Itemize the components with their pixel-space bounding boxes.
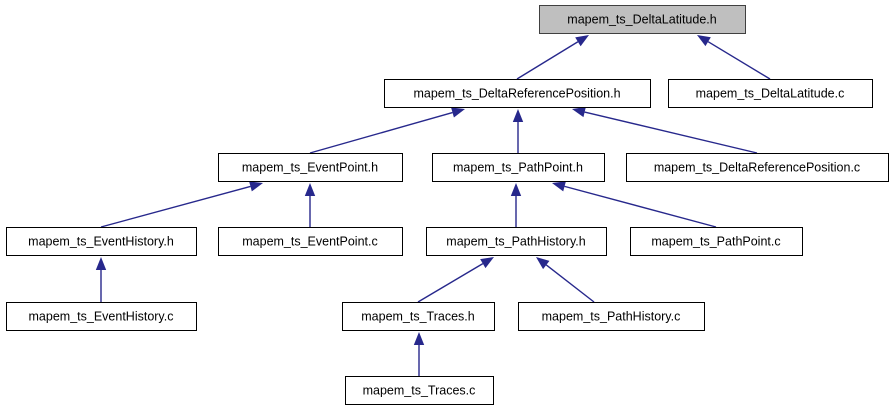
graph-edge bbox=[95, 257, 107, 302]
graph-node[interactable]: mapem_ts_EventHistory.c bbox=[6, 302, 197, 331]
graph-edge bbox=[572, 106, 758, 154]
node-box[interactable] bbox=[6, 227, 197, 256]
graph-node[interactable]: mapem_ts_PathPoint.c bbox=[630, 227, 803, 256]
graph-edge bbox=[304, 183, 316, 227]
node-box[interactable] bbox=[384, 79, 651, 108]
node-box[interactable] bbox=[432, 153, 605, 182]
graph-edge bbox=[536, 257, 595, 303]
node-box[interactable] bbox=[342, 302, 495, 331]
node-box[interactable] bbox=[630, 227, 803, 256]
node-box[interactable] bbox=[345, 376, 494, 405]
graph-node[interactable]: mapem_ts_DeltaReferencePosition.h bbox=[384, 79, 651, 108]
graph-edge bbox=[697, 35, 771, 80]
node-box[interactable] bbox=[518, 302, 705, 331]
node-label: mapem_ts_DeltaLatitude.h bbox=[567, 12, 716, 26]
node-label: mapem_ts_DeltaReferencePosition.h bbox=[413, 86, 620, 100]
node-label: mapem_ts_Traces.h bbox=[361, 309, 475, 323]
graph-edge bbox=[309, 107, 465, 154]
node-label: mapem_ts_PathPoint.c bbox=[651, 234, 780, 248]
node-label: mapem_ts_EventHistory.h bbox=[28, 234, 174, 248]
graph-node[interactable]: mapem_ts_PathHistory.c bbox=[518, 302, 705, 331]
graph-edge bbox=[417, 257, 494, 303]
graph-edge bbox=[413, 332, 425, 376]
graph-node[interactable]: mapem_ts_Traces.c bbox=[345, 376, 494, 405]
graph-node[interactable]: mapem_ts_EventPoint.h bbox=[218, 153, 403, 182]
graph-edge bbox=[510, 183, 522, 227]
graph-node[interactable]: mapem_ts_DeltaLatitude.h bbox=[539, 5, 746, 34]
node-box[interactable] bbox=[218, 227, 403, 256]
graph-node[interactable]: mapem_ts_Traces.h bbox=[342, 302, 495, 331]
node-label: mapem_ts_EventHistory.c bbox=[29, 309, 174, 323]
graph-edge bbox=[512, 109, 524, 153]
graph-node[interactable]: mapem_ts_PathHistory.h bbox=[426, 227, 607, 256]
node-label: mapem_ts_PathHistory.h bbox=[446, 234, 585, 248]
node-label: mapem_ts_EventPoint.h bbox=[242, 160, 378, 174]
node-label: mapem_ts_PathHistory.c bbox=[542, 309, 681, 323]
node-label: mapem_ts_DeltaLatitude.c bbox=[696, 86, 845, 100]
edges-layer bbox=[95, 35, 771, 376]
graph-node[interactable]: mapem_ts_DeltaLatitude.c bbox=[668, 79, 873, 108]
node-box[interactable] bbox=[668, 79, 873, 108]
nodes-layer: mapem_ts_DeltaLatitude.h mapem_ts_DeltaRe… bbox=[6, 5, 889, 405]
graph-edge bbox=[516, 35, 589, 80]
node-label: mapem_ts_Traces.c bbox=[363, 383, 476, 397]
graph-node[interactable]: mapem_ts_DeltaReferencePosition.c bbox=[626, 153, 889, 182]
graph-node[interactable]: mapem_ts_EventHistory.h bbox=[6, 227, 197, 256]
graph-edge bbox=[552, 181, 717, 228]
node-label: mapem_ts_EventPoint.c bbox=[242, 234, 378, 248]
graph-node[interactable]: mapem_ts_EventPoint.c bbox=[218, 227, 403, 256]
node-box[interactable] bbox=[626, 153, 889, 182]
node-box[interactable] bbox=[218, 153, 403, 182]
node-label: mapem_ts_DeltaReferencePosition.c bbox=[654, 160, 860, 174]
node-box[interactable] bbox=[6, 302, 197, 331]
graph-node[interactable]: mapem_ts_PathPoint.h bbox=[432, 153, 605, 182]
node-box[interactable] bbox=[426, 227, 607, 256]
graph-edge bbox=[100, 181, 263, 228]
node-label: mapem_ts_PathPoint.h bbox=[453, 160, 583, 174]
node-box-current[interactable] bbox=[539, 5, 746, 34]
